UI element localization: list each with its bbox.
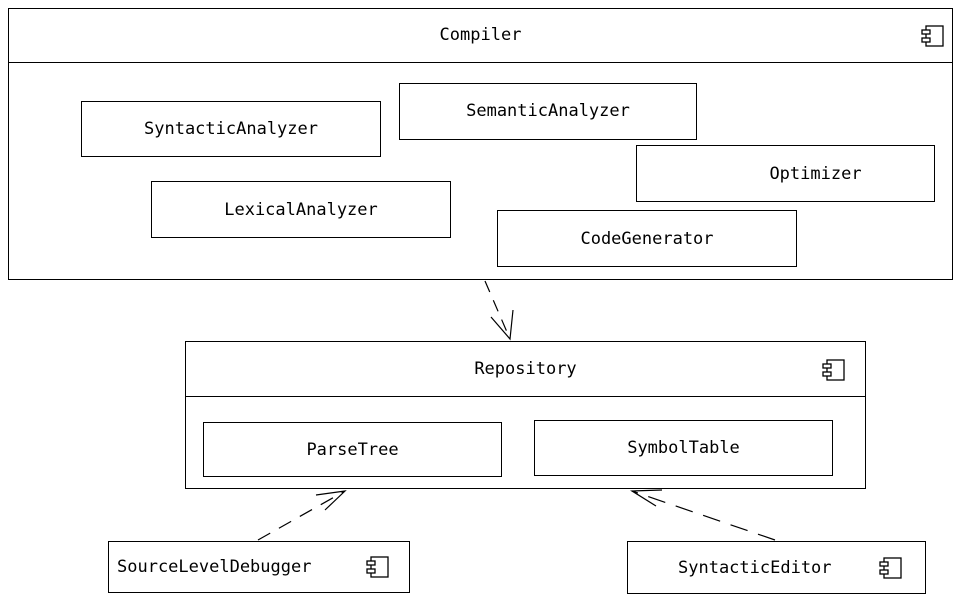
lexical-analyzer-box: LexicalAnalyzer bbox=[151, 181, 451, 238]
component-icon bbox=[879, 557, 902, 579]
semantic-analyzer-box: SemanticAnalyzer bbox=[399, 83, 697, 140]
component-icon bbox=[822, 359, 845, 381]
compiler-component: Compiler SyntacticAnalyzer SemanticAnaly… bbox=[8, 8, 953, 280]
semantic-analyzer-label: SemanticAnalyzer bbox=[466, 101, 630, 121]
syntactic-analyzer-label: SyntacticAnalyzer bbox=[144, 119, 318, 139]
syntactic-editor-component: SyntacticEditor bbox=[627, 541, 926, 594]
source-level-debugger-component: SourceLevelDebugger bbox=[108, 541, 410, 593]
syntactic-editor-label: SyntacticEditor bbox=[678, 558, 832, 578]
repository-header: Repository bbox=[186, 342, 865, 397]
compiler-title: Compiler bbox=[439, 25, 522, 45]
code-generator-box: CodeGenerator bbox=[497, 210, 797, 267]
repository-title: Repository bbox=[474, 359, 577, 379]
parse-tree-label: ParseTree bbox=[306, 440, 399, 460]
code-generator-label: CodeGenerator bbox=[580, 229, 714, 249]
optimizer-box: Optimizer bbox=[636, 145, 935, 202]
parse-tree-box: ParseTree bbox=[203, 422, 502, 477]
dependency-editor-to-symboltable bbox=[630, 489, 776, 541]
optimizer-label: Optimizer bbox=[769, 164, 862, 184]
component-icon bbox=[366, 556, 389, 578]
syntactic-analyzer-box: SyntacticAnalyzer bbox=[81, 101, 381, 157]
component-icon bbox=[921, 25, 944, 47]
source-level-debugger-label: SourceLevelDebugger bbox=[117, 557, 312, 577]
repository-component: Repository ParseTree SymbolTable bbox=[185, 341, 866, 489]
symbol-table-label: SymbolTable bbox=[627, 438, 740, 458]
dependency-compiler-to-repository bbox=[484, 280, 514, 341]
compiler-header: Compiler bbox=[9, 9, 952, 63]
lexical-analyzer-label: LexicalAnalyzer bbox=[224, 200, 378, 220]
symbol-table-box: SymbolTable bbox=[534, 420, 833, 476]
dependency-debugger-to-parsetree bbox=[257, 490, 347, 541]
